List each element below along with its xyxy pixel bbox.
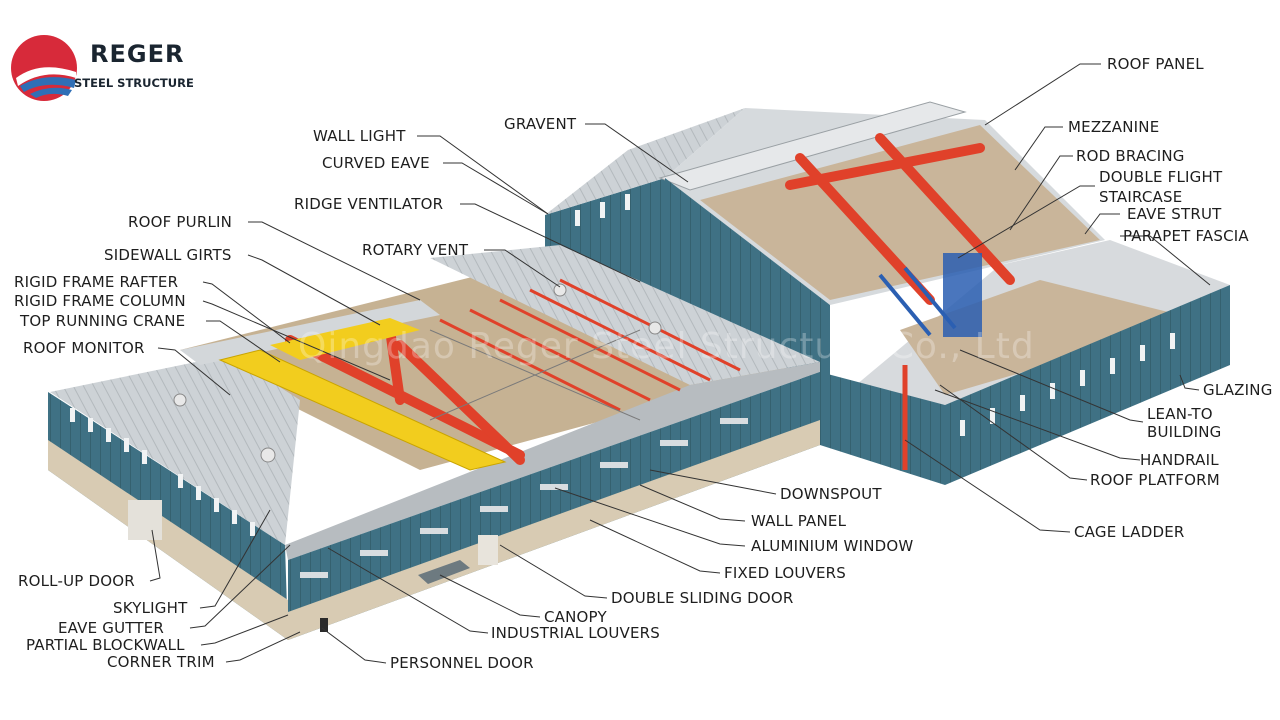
label-sidewall-girts: SIDEWALL GIRTS bbox=[104, 246, 232, 264]
label-rod-bracing: ROD BRACING bbox=[1076, 147, 1185, 165]
fixed-louvers bbox=[300, 418, 748, 578]
label-roof-platform: ROOF PLATFORM bbox=[1090, 471, 1220, 489]
rear-building-roof-left bbox=[545, 108, 745, 215]
rigid-frame-column bbox=[385, 325, 405, 405]
label-staircase: STAIRCASE bbox=[1099, 188, 1183, 206]
brand-name: REGER bbox=[90, 40, 185, 68]
label-curved-eave: CURVED EAVE bbox=[322, 154, 430, 172]
main-roof-top-left bbox=[180, 300, 440, 365]
ridge-ventilator-roof bbox=[658, 101, 967, 191]
label-eave-gutter: EAVE GUTTER bbox=[58, 619, 165, 637]
rotary-vent-4 bbox=[648, 321, 662, 335]
main-building-blockwall-front bbox=[288, 420, 820, 640]
label-roof-panel: ROOF PANEL bbox=[1107, 55, 1204, 73]
label-double-sliding-door: DOUBLE SLIDING DOOR bbox=[611, 589, 794, 607]
label-double-flight: DOUBLE FLIGHT bbox=[1099, 168, 1223, 186]
label-glazing: GLAZING bbox=[1203, 381, 1273, 399]
top-running-crane-bridge bbox=[270, 318, 420, 360]
label-gravent: GRAVENT bbox=[504, 115, 577, 133]
label-corner-trim: CORNER TRIM bbox=[107, 653, 215, 671]
label-parapet-fascia: PARAPET FASCIA bbox=[1123, 227, 1249, 245]
label-partial-blockwall: PARTIAL BLOCKWALL bbox=[26, 636, 185, 654]
personnel-door bbox=[320, 618, 328, 632]
label-fixed-louvers: FIXED LOUVERS bbox=[724, 564, 847, 582]
label-downspout: DOWNSPOUT bbox=[780, 485, 882, 503]
label-handrail: HANDRAIL bbox=[1140, 451, 1219, 469]
label-rotary-vent: ROTARY VENT bbox=[362, 241, 469, 259]
rigid-frame-rafter bbox=[285, 335, 525, 460]
top-running-crane-girder bbox=[218, 349, 507, 471]
rotary-vent-3 bbox=[173, 393, 187, 407]
label-canopy: CANOPY bbox=[544, 608, 607, 626]
rigid-frame-rafter-2 bbox=[395, 340, 525, 465]
reger-logo-icon bbox=[11, 35, 77, 101]
main-roof-front-strip bbox=[285, 362, 820, 560]
mezzanine-floor bbox=[700, 125, 1100, 300]
label-cage-ladder: CAGE LADDER bbox=[1074, 523, 1185, 541]
lean-to-side-wall bbox=[945, 285, 1230, 485]
leader-lines bbox=[149, 63, 1211, 664]
label-aluminium-window: ALUMINIUM WINDOW bbox=[751, 537, 914, 555]
label-rigid-frame-rafter: RIGID FRAME RAFTER bbox=[14, 273, 179, 291]
brand-subtitle: STEEL STRUCTURE bbox=[74, 76, 194, 90]
label-ridge-ventilator: RIDGE VENTILATOR bbox=[294, 195, 444, 213]
main-building-blockwall-left bbox=[48, 440, 288, 640]
label-roof-monitor: ROOF MONITOR bbox=[23, 339, 145, 357]
label-skylight: SKYLIGHT bbox=[113, 599, 188, 617]
label-roof-purlin: ROOF PURLIN bbox=[128, 213, 233, 231]
mezzanine-frame-3 bbox=[785, 143, 985, 190]
canopy bbox=[418, 560, 470, 584]
label-wall-light: WALL LIGHT bbox=[313, 127, 406, 145]
roll-up-door bbox=[128, 500, 162, 540]
label-eave-strut: EAVE STRUT bbox=[1127, 205, 1222, 223]
label-building: BUILDING bbox=[1147, 423, 1222, 441]
rear-building-front-wall bbox=[665, 178, 830, 395]
label-roll-up-door: ROLL-UP DOOR bbox=[18, 572, 135, 590]
label-industrial-louvers: INDUSTRIAL LOUVERS bbox=[491, 624, 660, 642]
main-roof-left bbox=[50, 355, 300, 545]
rotary-vent bbox=[553, 283, 567, 297]
label-rigid-frame-column: RIGID FRAME COLUMN bbox=[14, 292, 186, 310]
watermark: Qingdao Reger Steel Structure Co., Ltd bbox=[298, 326, 1035, 367]
rod-bracing bbox=[429, 329, 641, 421]
rotary-vent-2 bbox=[260, 447, 276, 463]
reger-logo: REGER STEEL STRUCTURE bbox=[10, 32, 210, 104]
main-roof-right bbox=[430, 245, 820, 385]
lean-to-front-wall bbox=[820, 372, 945, 485]
label-personnel-door: PERSONNEL DOOR bbox=[390, 654, 534, 672]
label-top-running-crane: TOP RUNNING CRANE bbox=[20, 312, 186, 330]
double-sliding-door bbox=[478, 535, 498, 565]
label-lean-to: LEAN-TO bbox=[1147, 405, 1213, 423]
label-mezzanine: MEZZANINE bbox=[1068, 118, 1160, 136]
rigid-frames bbox=[285, 133, 1015, 465]
windows bbox=[70, 194, 1175, 536]
label-wall-panel: WALL PANEL bbox=[751, 512, 847, 530]
